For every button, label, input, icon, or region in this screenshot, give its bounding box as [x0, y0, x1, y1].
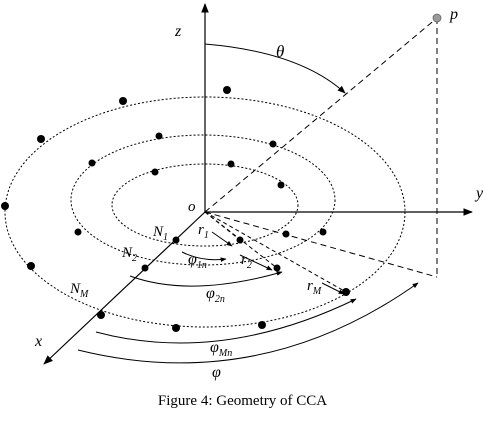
middle-ring: [70, 134, 336, 266]
array-element: [1, 202, 9, 210]
r1-arrow: [211, 231, 233, 247]
theta-arc: [204, 43, 346, 94]
label-x: x: [34, 333, 42, 350]
array-element: [97, 311, 105, 319]
label-phi2n: φ2n: [206, 285, 225, 305]
array-element: [273, 264, 281, 272]
array-element: [282, 230, 290, 238]
array-element: [342, 288, 350, 296]
array-element: [141, 264, 149, 272]
array-element: [37, 135, 45, 143]
array-element: [223, 86, 231, 94]
outer-ring-elements: [1, 86, 350, 332]
label-phimn: φMn: [210, 339, 232, 359]
r2-arrow: [239, 254, 273, 271]
label-rm: rM: [307, 278, 322, 297]
figure-caption: Figure 4: Geometry of CCA: [157, 393, 328, 409]
array-element: [74, 228, 82, 236]
array-element: [236, 236, 244, 244]
label-nm: NM: [69, 281, 89, 300]
array-element: [227, 160, 235, 168]
phi-arc: [77, 282, 419, 364]
label-n1: N1: [152, 224, 168, 243]
middle-ring-elements: [74, 132, 327, 272]
label-phi: φ: [212, 364, 221, 381]
label-p: p: [449, 6, 458, 23]
array-element: [155, 132, 163, 140]
label-theta: θ: [276, 42, 284, 61]
phi1n-arc: [181, 251, 227, 263]
x-axis-elements: [141, 236, 180, 272]
array-element: [27, 262, 35, 270]
array-element: [88, 159, 96, 167]
inner-ring-elements: [151, 160, 290, 244]
array-element: [172, 324, 180, 332]
array-element: [258, 321, 266, 329]
phi2n-arc: [129, 271, 283, 287]
radius-line-m: [204, 211, 347, 293]
label-r2: r2: [241, 252, 252, 271]
array-element: [172, 236, 180, 244]
label-n2: N2: [121, 245, 137, 264]
array-element: [119, 97, 127, 105]
x-axis: [43, 211, 206, 365]
label-y: y: [474, 185, 484, 202]
label-o: o: [188, 199, 196, 215]
line-to-p: [204, 17, 438, 213]
array-element: [319, 228, 327, 236]
array-element: [277, 181, 285, 189]
label-r1: r1: [198, 222, 209, 241]
target-point-p: [432, 13, 442, 23]
projection-line: [204, 211, 438, 278]
inner-ring: [111, 163, 299, 247]
phimn-arc: [95, 298, 357, 344]
label-z: z: [174, 23, 182, 40]
array-element: [269, 140, 277, 148]
rm-arrow: [321, 282, 345, 295]
label-phi1n: φ1n: [188, 251, 207, 271]
array-element: [151, 168, 159, 176]
